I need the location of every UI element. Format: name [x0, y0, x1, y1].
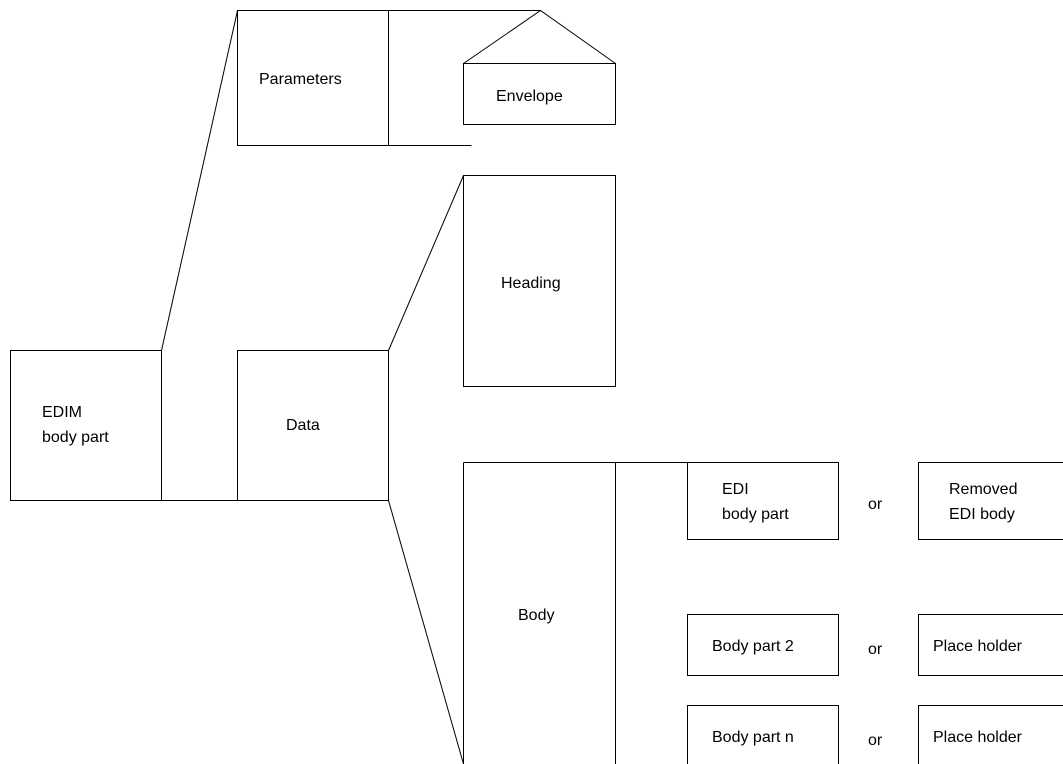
edi-body-part-label-line1: EDI — [722, 481, 749, 498]
edim-body-part-box: EDIM body part — [10, 350, 162, 501]
place-holder-label-2: Place holder — [933, 729, 1023, 746]
envelope-box: Envelope — [463, 9, 616, 125]
body-part-2-box: Body part 2 — [687, 614, 839, 676]
body-part-n-box: Body part n — [687, 705, 839, 764]
body-part-2-label: Body part 2 — [712, 638, 794, 655]
edim-body-part-label-line2: body part — [42, 429, 109, 446]
or-label-row3: or — [868, 732, 883, 749]
edim-body-part-label-line1: EDIM — [42, 404, 82, 421]
data-label: Data — [286, 417, 320, 434]
body-part-n-label: Body part n — [712, 729, 794, 746]
expansion-line-parameters-top — [161, 10, 238, 351]
removed-edi-body-box: Removed EDI body — [918, 462, 1063, 540]
or-label-row2: or — [868, 641, 883, 658]
envelope-label: Envelope — [496, 88, 563, 105]
body-label: Body — [518, 607, 554, 624]
parameters-label: Parameters — [259, 71, 342, 88]
data-box: Data — [237, 350, 389, 501]
expansion-line-body — [388, 500, 464, 764]
place-holder-box-2: Place holder — [918, 705, 1063, 764]
edi-body-part-label-line2: body part — [722, 506, 789, 523]
or-label-row1: or — [868, 496, 883, 513]
expansion-line-heading — [388, 175, 464, 351]
body-box: Body — [463, 462, 616, 764]
edi-body-part-box: EDI body part — [687, 462, 839, 540]
heading-box: Heading — [463, 175, 616, 387]
removed-edi-body-label-line2: EDI body — [949, 506, 1015, 523]
parameters-box: Parameters — [237, 10, 389, 146]
place-holder-box-1: Place holder — [918, 614, 1063, 676]
place-holder-label-1: Place holder — [933, 638, 1023, 655]
heading-label: Heading — [501, 275, 561, 292]
removed-edi-body-label-line1: Removed — [949, 481, 1017, 498]
